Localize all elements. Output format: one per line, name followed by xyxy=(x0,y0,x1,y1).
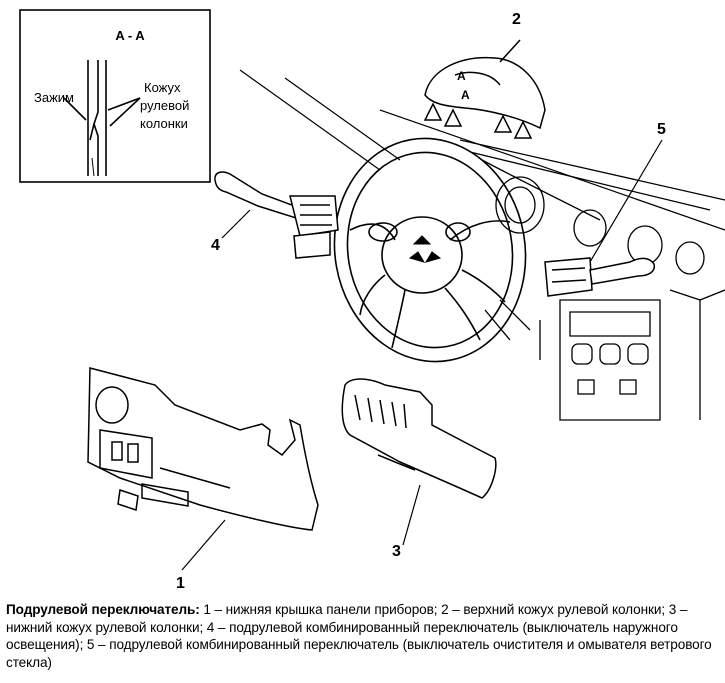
figure-caption: Подрулевой переключатель: 1 – нижняя кры… xyxy=(6,601,720,671)
steering-column-switch-diagram: A - A Зажим Кожух рулевой колонки xyxy=(19,9,725,592)
leader-3 xyxy=(402,484,421,546)
leader-1 xyxy=(181,519,226,571)
callout-2: 2 xyxy=(512,11,521,28)
inset-label-clamp: Зажим xyxy=(34,90,74,105)
inset-label-cover-2: рулевой xyxy=(140,98,189,113)
callout-3: 3 xyxy=(392,543,401,560)
section-inset: A - A Зажим Кожух рулевой колонки xyxy=(19,9,211,183)
leader-5 xyxy=(589,139,663,263)
inset-section-drawing xyxy=(63,60,141,177)
inset-label-cover-3: колонки xyxy=(140,116,188,131)
light-switch-part-4 xyxy=(214,171,339,259)
shaft-lines xyxy=(239,69,725,231)
lower-column-cover-part-3 xyxy=(341,378,497,499)
caption-body: 1 – нижняя крышка панели приборов; 2 – в… xyxy=(6,602,712,670)
callout-5: 5 xyxy=(657,121,666,138)
dashboard xyxy=(459,139,725,421)
inset-label-cover-1: Кожух xyxy=(144,80,181,95)
caption-heading: Подрулевой переключатель: xyxy=(6,602,200,617)
leader-4 xyxy=(221,209,251,239)
wiper-switch-part-5 xyxy=(544,257,656,297)
steering-wheel xyxy=(333,137,527,363)
callout-1: 1 xyxy=(176,575,185,592)
callout-4: 4 xyxy=(211,237,220,254)
section-mark-bottom: A xyxy=(461,88,470,102)
lower-panel-cover-part-1 xyxy=(87,367,319,531)
inset-title: A - A xyxy=(115,28,145,43)
section-mark-top: A xyxy=(457,69,466,83)
upper-column-cover-part-2 xyxy=(423,39,546,139)
